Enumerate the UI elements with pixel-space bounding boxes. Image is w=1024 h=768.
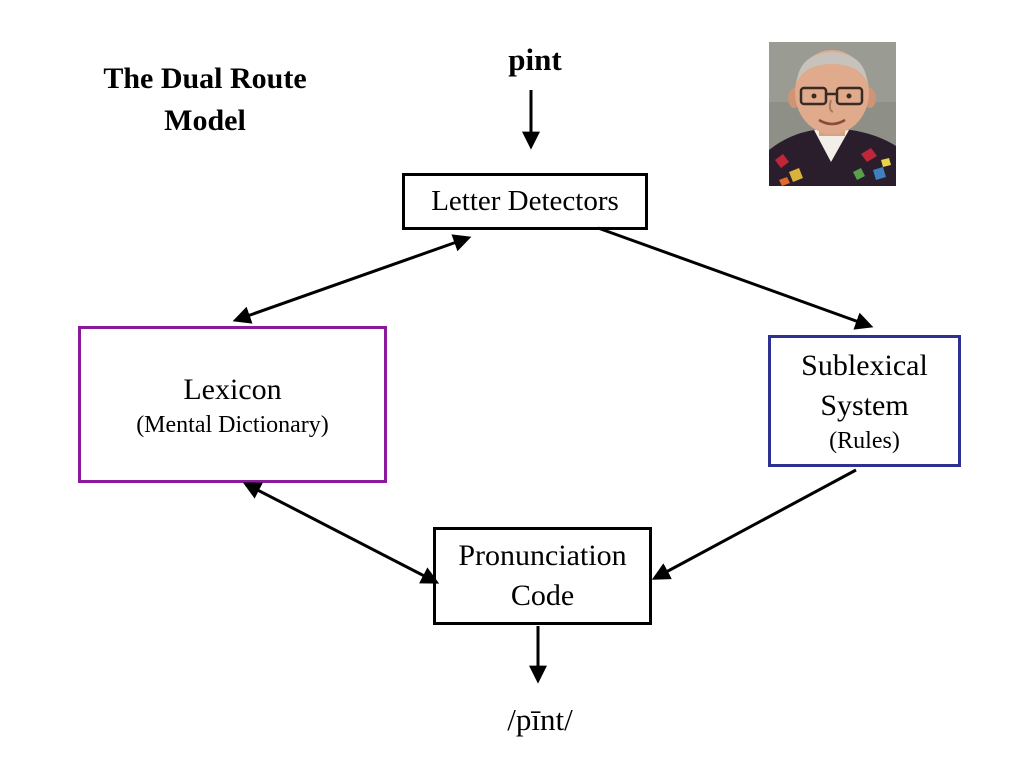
sublexical-label-line-1: Sublexical bbox=[801, 349, 928, 382]
arrow-sublexical-to-pronunciation bbox=[651, 468, 857, 580]
portrait-photo bbox=[769, 42, 896, 186]
arrow-lexicon-pronunciation bbox=[242, 482, 440, 584]
portrait-image bbox=[769, 42, 896, 186]
arrow-letter-detectors-to-sublexical bbox=[597, 226, 874, 330]
sublexical-system-node: Sublexical System (Rules) bbox=[768, 335, 961, 467]
pronunciation-label-line-2: Code bbox=[510, 579, 575, 612]
sublexical-label-line-2: System bbox=[820, 389, 909, 422]
arrow-letter-detectors-lexicon bbox=[232, 234, 472, 324]
diagram-title: The Dual Route Model bbox=[60, 58, 350, 142]
sublexical-sublabel: (Rules) bbox=[829, 428, 900, 454]
output-pronunciation: /pīnt/ bbox=[507, 702, 573, 737]
pronunciation-code-node: Pronunciation Code bbox=[433, 527, 652, 625]
title-line-1: The Dual Route bbox=[103, 62, 307, 95]
lexicon-node: Lexicon (Mental Dictionary) bbox=[78, 326, 387, 483]
letter-detectors-node: Letter Detectors bbox=[402, 173, 648, 230]
input-word: pint bbox=[508, 42, 562, 77]
pronunciation-label-line-1: Pronunciation bbox=[458, 539, 627, 572]
letter-detectors-label: Letter Detectors bbox=[431, 185, 619, 217]
lexicon-label: Lexicon bbox=[183, 372, 282, 406]
lexicon-sublabel: (Mental Dictionary) bbox=[136, 411, 329, 438]
title-line-2: Model bbox=[164, 104, 246, 137]
